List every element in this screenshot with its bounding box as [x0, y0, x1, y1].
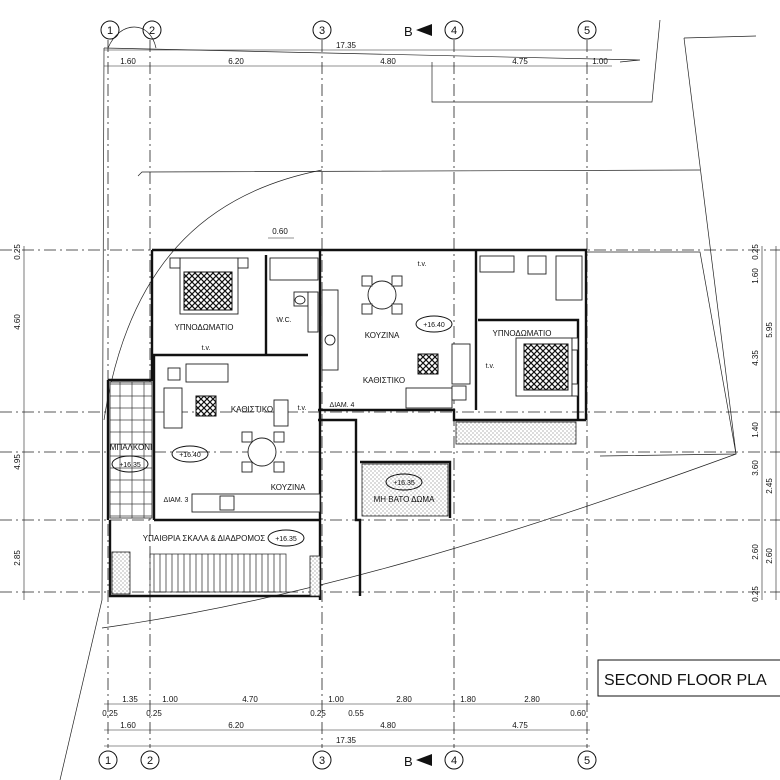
- level-1: +16.40: [423, 322, 445, 329]
- dimensions-top: 17.35 1.60 6.20 4.80 4.75 1.00 0.60: [104, 41, 612, 239]
- dim-left-3: 4.95: [13, 454, 22, 470]
- balcony-tiles: [109, 381, 153, 519]
- dim-b3-1: 1.60: [120, 721, 136, 730]
- dim-b3-3: 4.80: [380, 721, 396, 730]
- label-living-left: ΚΑΘΙΣΤΙΚΟ: [231, 405, 273, 414]
- stairs: [111, 551, 321, 597]
- level-5: +16.35: [275, 536, 297, 543]
- label-stair: ΥΠΑΙΘΡΙΑ ΣΚΑΛΑ & ΔΙΑΔΡΟΜΟΣ: [143, 534, 265, 543]
- dimensions-right: 0.25 1.60 4.35 1.40 3.60 2.60 0.25 5.95 …: [751, 244, 777, 602]
- label-roof: ΜΗ ΒΑΤΟ ΔΩΜΑ: [374, 495, 435, 504]
- dim-top-4: 4.75: [512, 57, 528, 66]
- dim-right-b1: 5.95: [765, 322, 774, 338]
- dim-right-2: 1.60: [751, 268, 760, 284]
- level-2: +16.35: [119, 462, 141, 469]
- dim-right-6: 2.60: [751, 544, 760, 560]
- dim-top-3: 4.80: [380, 57, 396, 66]
- dim-b2-4: 0.55: [348, 709, 364, 718]
- dim-right-3: 4.35: [751, 350, 760, 366]
- axis-4-top: 4: [451, 25, 457, 37]
- axis-4-bottom: 4: [451, 755, 457, 767]
- dim-b1-6: 1.80: [460, 695, 476, 704]
- label-apt3: ΔΙΑΜ. 3: [164, 497, 189, 504]
- dim-left-4: 2.85: [13, 550, 22, 566]
- dimensions-left: 0.25 4.60 4.95 2.85: [13, 244, 25, 600]
- label-bedroom-right: ΥΠΝΟΔΩΜΑΤΙΟ: [492, 329, 551, 338]
- dim-b3-2: 6.20: [228, 721, 244, 730]
- dim-b2-3: 0.25: [310, 709, 326, 718]
- walls: [106, 248, 588, 600]
- section-marker-bottom: B: [404, 754, 413, 769]
- dim-b1-3: 4.70: [242, 695, 258, 704]
- axis-3-top: 3: [319, 25, 325, 37]
- room-labels: ΥΠΝΟΔΩΜΑΤΙΟ t.v. W.C. ΚΟΥΖΙΝΑ ΚΑΘΙΣΤΙΚΟ …: [110, 261, 552, 543]
- dim-left-2: 4.60: [13, 314, 22, 330]
- label-wc: W.C.: [276, 317, 291, 324]
- dim-b1-7: 2.80: [524, 695, 540, 704]
- axis-1-bottom: 1: [105, 755, 111, 767]
- axis-bubbles-top: 1 2 3 4 5 B: [100, 20, 597, 40]
- axis-bubbles-bottom: 1 2 3 4 5 B: [98, 750, 597, 770]
- label-tv-2: t.v.: [418, 261, 427, 268]
- level-4: +16.35: [393, 480, 415, 487]
- label-bedroom-left: ΥΠΝΟΔΩΜΑΤΙΟ: [174, 323, 233, 332]
- section-marker-top: B: [404, 24, 413, 39]
- dim-left-1: 0.25: [13, 244, 22, 260]
- axis-3-bottom: 3: [319, 755, 325, 767]
- dim-b3-4: 4.75: [512, 721, 528, 730]
- dim-b2-5: 0.60: [570, 709, 586, 718]
- label-living-top: ΚΑΘΙΣΤΙΚΟ: [363, 376, 405, 385]
- dim-b2-1: 0.25: [102, 709, 118, 718]
- dim-right-4: 1.40: [751, 422, 760, 438]
- level-3: +16.40: [179, 452, 201, 459]
- terrace-hatch: [455, 421, 577, 445]
- dim-right-b2: 2.45: [765, 478, 774, 494]
- dim-top-total: 17.35: [336, 41, 357, 50]
- title-block: SECOND FLOOR PLA: [597, 659, 780, 697]
- dim-b1-5: 2.80: [396, 695, 412, 704]
- dim-b1-2: 1.00: [162, 695, 178, 704]
- dim-b1-1: 1.35: [122, 695, 138, 704]
- dim-mid: 0.60: [272, 227, 288, 236]
- dim-bottom-total: 17.35: [336, 736, 357, 745]
- dim-right-b3: 2.60: [765, 548, 774, 564]
- label-tv-1: t.v.: [202, 345, 211, 352]
- furniture: [163, 255, 583, 513]
- label-tv-4: t.v.: [298, 405, 307, 412]
- label-kitchen-left: ΚΟΥΖΙΝΑ: [271, 483, 306, 492]
- axis-2-top: 2: [149, 25, 155, 37]
- drawing-title: SECOND FLOOR PLA: [604, 672, 767, 689]
- label-balcony: ΜΠΑΛΚΟΝΙ: [110, 443, 152, 452]
- dim-top-2: 6.20: [228, 57, 244, 66]
- axis-2-bottom: 2: [147, 755, 153, 767]
- axis-5-top: 5: [584, 25, 590, 37]
- level-markers: +16.40 +16.35 +16.40 +16.35 +16.35: [111, 315, 453, 547]
- label-tv-3: t.v.: [486, 363, 495, 370]
- dim-b1-4: 1.00: [328, 695, 344, 704]
- dimensions-bottom: 1.35 1.00 4.70 1.00 2.80 1.80 2.80 0.25 …: [102, 695, 590, 747]
- label-kitchen-top: ΚΟΥΖΙΝΑ: [365, 331, 400, 340]
- axis-1-top: 1: [107, 25, 113, 37]
- dim-top-1: 1.60: [120, 57, 136, 66]
- axis-5-bottom: 5: [584, 755, 590, 767]
- dim-right-5: 3.60: [751, 460, 760, 476]
- dim-right-1: 0.25: [751, 244, 760, 260]
- site-boundary: [59, 19, 757, 780]
- dim-b2-2: 0.25: [146, 709, 162, 718]
- dim-top-5: 1.00: [592, 57, 608, 66]
- label-apt4: ΔΙΑΜ. 4: [330, 402, 355, 409]
- dim-right-7: 0.25: [751, 586, 760, 602]
